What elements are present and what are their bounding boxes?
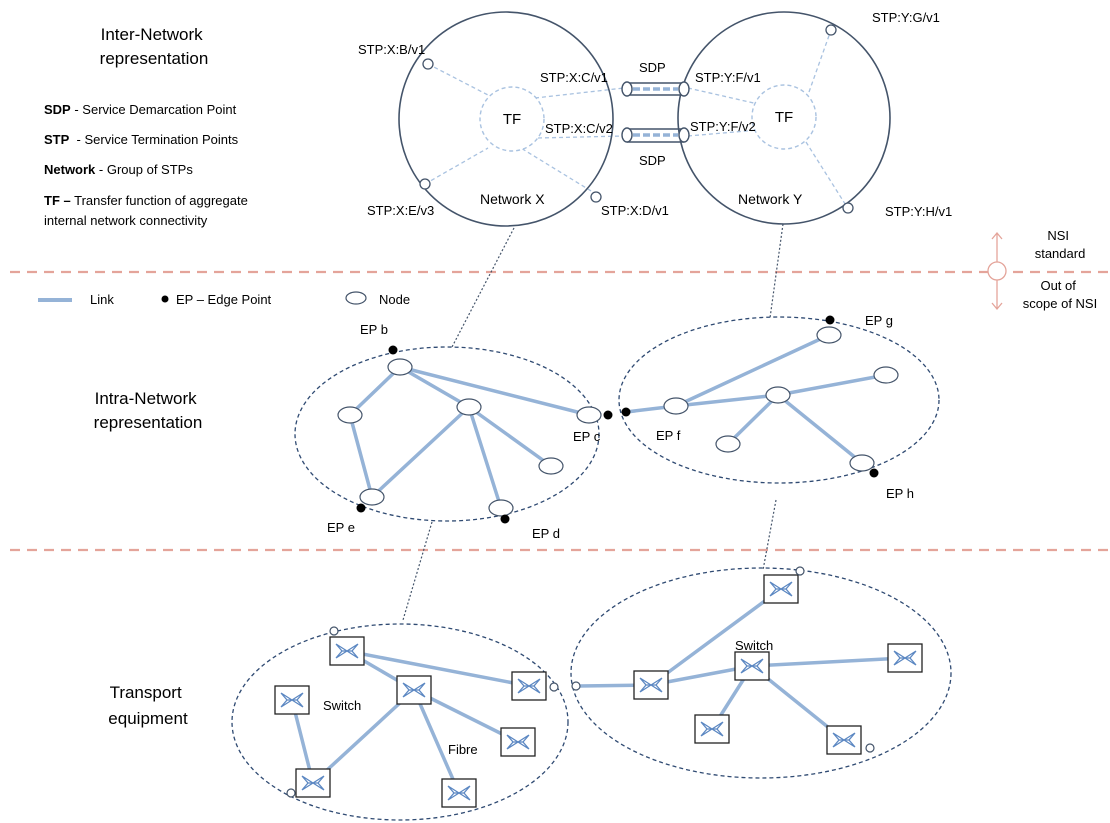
legend-node-icon	[345, 291, 367, 305]
stp-label-x-d: STP:X:D/v1	[601, 203, 669, 218]
ep-c-label: EP c	[573, 429, 601, 444]
intra-network-x-boundary	[294, 346, 600, 522]
switch-label-right: Switch	[735, 638, 773, 653]
tf-x-circle	[479, 86, 545, 152]
intra-network-x-links	[348, 365, 591, 510]
transport-x-boundary	[231, 623, 569, 821]
sdp-label-top: SDP	[639, 60, 666, 75]
definition-sdp: SDP - Service Demarcation Point	[44, 102, 237, 117]
stp-label-y-h: STP:Y:H/v1	[885, 204, 952, 219]
nsi-boundary-arrow	[987, 231, 1007, 311]
intra-network-title: Intra-Network representation	[94, 389, 203, 432]
stp-label-y-f1: STP:Y:F/v1	[695, 70, 761, 85]
ep-d-label: EP d	[532, 526, 560, 541]
intra-network-y-links	[624, 333, 888, 465]
definitions-list: SDP - Service Demarcation Point STP - Se…	[44, 102, 248, 228]
switch-label-left: Switch	[323, 698, 361, 713]
tf-y-label: TF	[775, 109, 793, 126]
sdp-bottom	[621, 127, 690, 143]
transport-y-ports	[571, 566, 875, 753]
ep-e-label: EP e	[327, 520, 355, 535]
inter-network-dashed-links	[424, 29, 848, 208]
legend-edge-point-icon	[161, 295, 169, 303]
legend-link-label: Link	[90, 292, 114, 307]
legend-edge-point-label: EP – Edge Point	[176, 292, 272, 307]
definition-tf-continued: internal network connectivity	[44, 213, 208, 228]
stp-label-x-b: STP:X:B/v1	[358, 42, 425, 57]
intra-network-y-nodes	[663, 326, 899, 472]
sdp-top	[621, 81, 690, 97]
stp-label-x-c2: STP:X:C/v2	[545, 121, 613, 136]
stp-points	[419, 24, 854, 214]
definition-tf: TF – Transfer function of aggregate	[44, 193, 248, 208]
network-y-label: Network Y	[738, 191, 803, 207]
mapping-lines	[402, 223, 784, 621]
stp-label-x-c1: STP:X:C/v1	[540, 70, 608, 85]
ep-g-label: EP g	[865, 313, 893, 328]
definition-network: Network - Group of STPs	[44, 162, 193, 177]
transport-x-ports	[286, 626, 559, 798]
definition-stp: STP - Service Termination Points	[44, 132, 239, 147]
network-x-boundary	[398, 11, 614, 227]
intra-network-y-edge-points	[621, 315, 879, 478]
transport-y-boundary	[570, 567, 952, 779]
tf-x-label: TF	[503, 111, 521, 128]
legend-node-label: Node	[379, 292, 410, 307]
network-y-boundary	[677, 11, 891, 225]
intra-network-x-nodes	[337, 358, 602, 517]
fibre-label: Fibre	[448, 742, 478, 757]
stp-label-x-e: STP:X:E/v3	[367, 203, 434, 218]
legend: Link EP – Edge Point Node	[38, 291, 410, 307]
intra-network-x-edge-points	[356, 345, 613, 524]
inter-network-title: Inter-Network representation	[100, 25, 209, 68]
ep-h-label: EP h	[886, 486, 914, 501]
tf-y-circle	[751, 84, 817, 150]
stp-label-y-g: STP:Y:G/v1	[872, 10, 940, 25]
out-of-scope-label: Out of scope of NSI	[1023, 278, 1097, 311]
sdp-label-bottom: SDP	[639, 153, 666, 168]
nsi-standard-label: NSI standard	[1035, 228, 1086, 261]
ep-f-label: EP f	[656, 428, 681, 443]
network-x-label: Network X	[480, 191, 545, 207]
intra-network-y-boundary	[618, 316, 940, 484]
ep-b-label: EP b	[360, 322, 388, 337]
transport-equipment-title: Transport equipment	[108, 683, 188, 728]
stp-label-y-f2: STP:Y:F/v2	[690, 119, 756, 134]
